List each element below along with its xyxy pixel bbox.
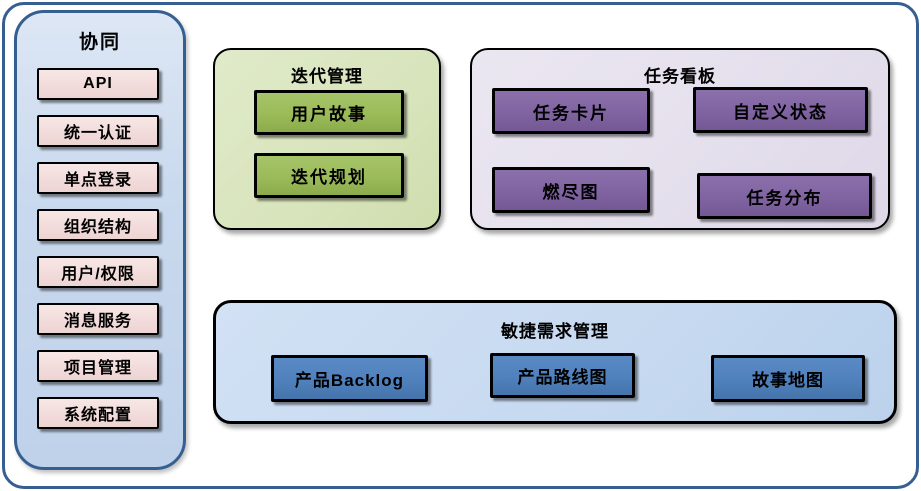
sidebar-item-user-permissions: 用户/权限 [37,256,159,288]
sidebar-item-org-structure: 组织结构 [37,209,159,241]
node-user-story: 用户故事 [254,90,404,135]
iteration-management-section: 迭代管理 用户故事 迭代规划 [213,48,441,230]
task-kanban-title: 任务看板 [644,67,716,86]
sidebar-item-message-service: 消息服务 [37,303,159,335]
node-story-map: 故事地图 [711,355,865,402]
sidebar-item-project-management: 项目管理 [37,350,159,382]
collaboration-panel-title: 协同 [78,32,121,53]
sidebar-item-system-config: 系统配置 [37,397,159,429]
agile-requirement-section: 敏捷需求管理 产品Backlog 产品路线图 故事地图 [213,300,897,424]
node-product-roadmap: 产品路线图 [490,353,635,398]
node-burndown-chart: 燃尽图 [492,167,650,213]
node-product-backlog: 产品Backlog [271,355,428,402]
collaboration-item-list: API 统一认证 单点登录 组织结构 用户/权限 消息服务 项目管理 系统配置 [37,68,159,429]
node-custom-status: 自定义状态 [693,87,868,133]
sidebar-item-unified-auth: 统一认证 [37,115,159,147]
node-task-card: 任务卡片 [492,88,650,134]
node-iteration-planning: 迭代规划 [254,153,404,198]
node-task-distribution: 任务分布 [697,173,872,219]
task-kanban-section: 任务看板 任务卡片 自定义状态 燃尽图 任务分布 [470,48,890,230]
sidebar-item-api: API [37,68,159,100]
agile-requirement-title: 敏捷需求管理 [501,322,609,341]
sidebar-item-sso: 单点登录 [37,162,159,194]
iteration-management-title: 迭代管理 [291,67,363,86]
collaboration-panel: 协同 API 统一认证 单点登录 组织结构 用户/权限 消息服务 项目管理 系统… [14,10,186,470]
